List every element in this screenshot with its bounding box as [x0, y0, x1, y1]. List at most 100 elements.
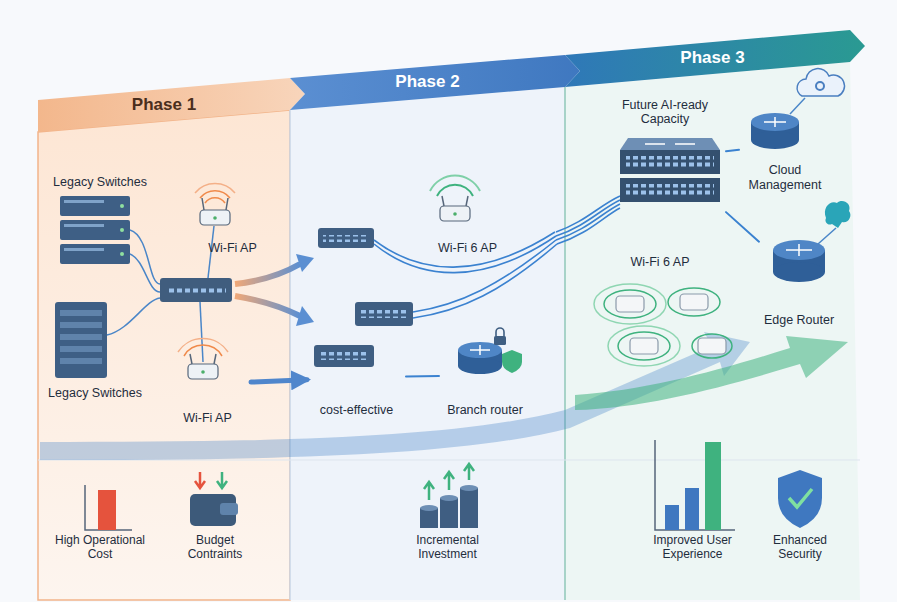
device-label: Incremental Investment: [397, 534, 498, 562]
wifi6-access-point: [616, 296, 644, 312]
wifi6-ring: [618, 332, 670, 360]
experience-bar-chart: [655, 440, 735, 530]
device-label: Legacy Switches: [47, 175, 153, 189]
device-label: Edge Router: [762, 313, 836, 327]
cloud-router: [751, 98, 805, 149]
cost-bar-chart: [98, 490, 116, 530]
server-tower: [60, 310, 102, 316]
rack-switch: [120, 252, 124, 256]
ai-brain-icon: [818, 201, 850, 244]
investment-coins: [420, 464, 478, 528]
phase-panel: [290, 87, 565, 600]
divider-line: [564, 87, 566, 600]
connector: [406, 375, 439, 378]
network-switch: [160, 278, 232, 302]
wifi6-ring: [608, 326, 680, 366]
wifi6-access-point: [437, 185, 473, 196]
investment-coins: [440, 495, 458, 501]
cloud-router: [751, 131, 799, 149]
network-wire: [107, 298, 160, 335]
investment-coins: [420, 505, 438, 511]
cost-bar-chart: [85, 485, 132, 530]
wifi-access-point: [226, 198, 228, 210]
wifi6-access-point: [698, 338, 726, 354]
wifi-access-point: [202, 198, 204, 210]
rack-switch: [120, 204, 124, 208]
device-label: Wi-Fi 6 AP: [587, 255, 733, 269]
server-tower: [60, 346, 102, 352]
wifi6-access-point: [430, 176, 480, 191]
divider-line: [38, 460, 860, 461]
network-wire: [130, 254, 160, 292]
branch-router: [458, 342, 502, 374]
investment-coins: [460, 485, 478, 491]
wifi-access-point: [190, 354, 192, 364]
budget-indicator: Budget Contraints: [169, 468, 261, 565]
rack-switch: [120, 228, 124, 232]
wifi-access-point: [200, 191, 230, 198]
wifi6-access-point: [616, 294, 726, 354]
wifi-access-point: [214, 354, 216, 364]
device-label: Improved User Experience: [632, 534, 753, 562]
wifi-access-point: [188, 364, 218, 379]
investment-coins: [424, 482, 434, 500]
experience-bar-chart: [655, 440, 735, 530]
network-switch: [319, 352, 369, 360]
cloud-icon: [797, 69, 844, 96]
device-label: Cloud Management: [742, 163, 828, 192]
cost-indicator: High Operational Cost: [44, 475, 156, 565]
network-switch: [318, 228, 374, 248]
wifi-access-point: [201, 370, 205, 374]
experience-bar-chart: [665, 505, 679, 530]
rack-switch: [60, 196, 130, 264]
device-label: Legacy Switches: [42, 386, 148, 400]
core-switch: [626, 184, 714, 197]
connector: [251, 380, 307, 382]
phase-title: Phase 3: [568, 48, 857, 68]
wifi6-access-point: [442, 196, 444, 206]
security-shield: [778, 470, 822, 528]
cloud-router: [790, 98, 805, 114]
wifi-access-point: Wi-Fi AP: [184, 180, 281, 258]
wifi-access-point: [195, 184, 235, 225]
wifi6-access-point: [466, 196, 468, 206]
network-switch: [360, 310, 408, 318]
cloud-icon: [816, 82, 824, 90]
network-switch: [323, 235, 369, 242]
wallet-icon: [220, 503, 238, 515]
phase-ribbon: [38, 78, 305, 132]
wifi6-access-point: Wi-Fi 6 AP: [419, 170, 516, 258]
phase-panel: [38, 110, 290, 600]
wifi-access-point: [195, 184, 235, 193]
phase-title: Phase 2: [293, 72, 562, 92]
network-switch: [314, 345, 374, 367]
server-tower: [60, 322, 102, 328]
security-lock: [502, 350, 522, 373]
connector: [726, 150, 739, 151]
network-switch: [166, 286, 226, 294]
wifi6-ring: [594, 284, 666, 324]
wifi6-ring: [604, 290, 656, 318]
network-cable: [556, 204, 620, 240]
server-tower: [55, 302, 107, 378]
server-tower: [60, 334, 102, 340]
network-cable: [557, 208, 620, 244]
wallet-icon: [190, 472, 238, 526]
network-cable: [374, 196, 620, 318]
phase-band: Phase 3Future AI-ready CapacityCloud Man…: [565, 48, 860, 600]
device-label: Wi-Fi 6 AP: [422, 241, 513, 255]
device-label: cost-effective: [310, 403, 403, 417]
cloud-icon: [797, 69, 844, 96]
wifi6-access-point: [430, 176, 480, 221]
core-switch: [645, 143, 695, 145]
migration-arrow: [296, 254, 314, 272]
rack-switch: [64, 224, 104, 227]
device-label: High Operational Cost: [47, 534, 153, 562]
wifi6-access-point: [440, 206, 470, 221]
ai-brain-icon: [818, 228, 836, 244]
flow-arrow: [575, 336, 848, 410]
wallet-icon: [217, 472, 227, 488]
edge-router: [773, 240, 825, 260]
device-label: Wi-Fi AP: [167, 411, 248, 425]
